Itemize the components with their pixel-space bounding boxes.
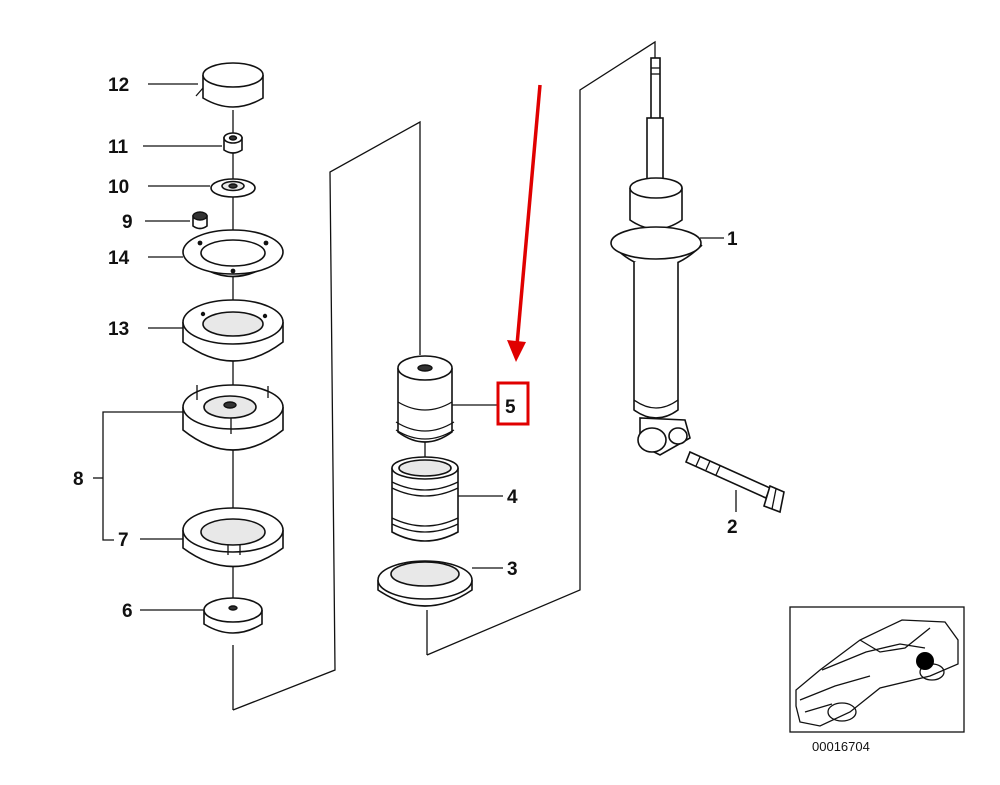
callout-1: 1 xyxy=(727,229,738,250)
part-5-bump-stop xyxy=(395,355,455,443)
part-7-rubber-seat xyxy=(182,507,284,568)
part-2-bolt xyxy=(684,450,785,514)
part-12-dust-cap xyxy=(195,62,264,108)
callout-2: 2 xyxy=(727,517,738,538)
part-13-spacer-ring xyxy=(182,299,284,362)
part-11-nut xyxy=(223,132,243,154)
part-8-strut-mount xyxy=(182,384,284,451)
callout-6: 6 xyxy=(122,601,133,622)
location-marker-dot xyxy=(916,652,934,670)
inset-frame xyxy=(789,606,965,733)
arrow-head xyxy=(507,340,526,362)
vehicle-locator-inset: 00016704 xyxy=(789,606,965,754)
callout-14: 14 xyxy=(108,248,130,269)
reference-number: 00016704 xyxy=(812,739,870,754)
part-3-guide-ring xyxy=(377,560,473,607)
highlight-box xyxy=(496,381,530,426)
callout-10: 10 xyxy=(108,177,129,198)
callout-11: 11 xyxy=(108,137,129,158)
highlight-annotation xyxy=(496,84,542,426)
part-10-washer xyxy=(210,178,256,198)
part-14-plate xyxy=(182,229,284,278)
callout-12: 12 xyxy=(108,75,129,96)
car-outline-icon xyxy=(795,619,959,727)
callout-4: 4 xyxy=(507,487,518,508)
leader-lines xyxy=(93,83,737,611)
part-9-nut xyxy=(192,211,208,230)
callout-labels: 12 11 10 9 14 13 8 7 6 5 4 3 1 2 xyxy=(73,75,738,622)
callout-3: 3 xyxy=(507,559,518,580)
callout-9: 9 xyxy=(122,212,133,233)
part-1-shock-absorber xyxy=(610,57,703,456)
part-4-protective-tube xyxy=(391,456,459,542)
highlight-arrow xyxy=(515,84,542,346)
callout-5: 5 xyxy=(505,397,516,418)
callout-7: 7 xyxy=(118,530,129,551)
callout-13: 13 xyxy=(108,319,129,340)
callout-8: 8 xyxy=(73,469,84,490)
part-6-bump-stop-plate xyxy=(203,597,263,634)
